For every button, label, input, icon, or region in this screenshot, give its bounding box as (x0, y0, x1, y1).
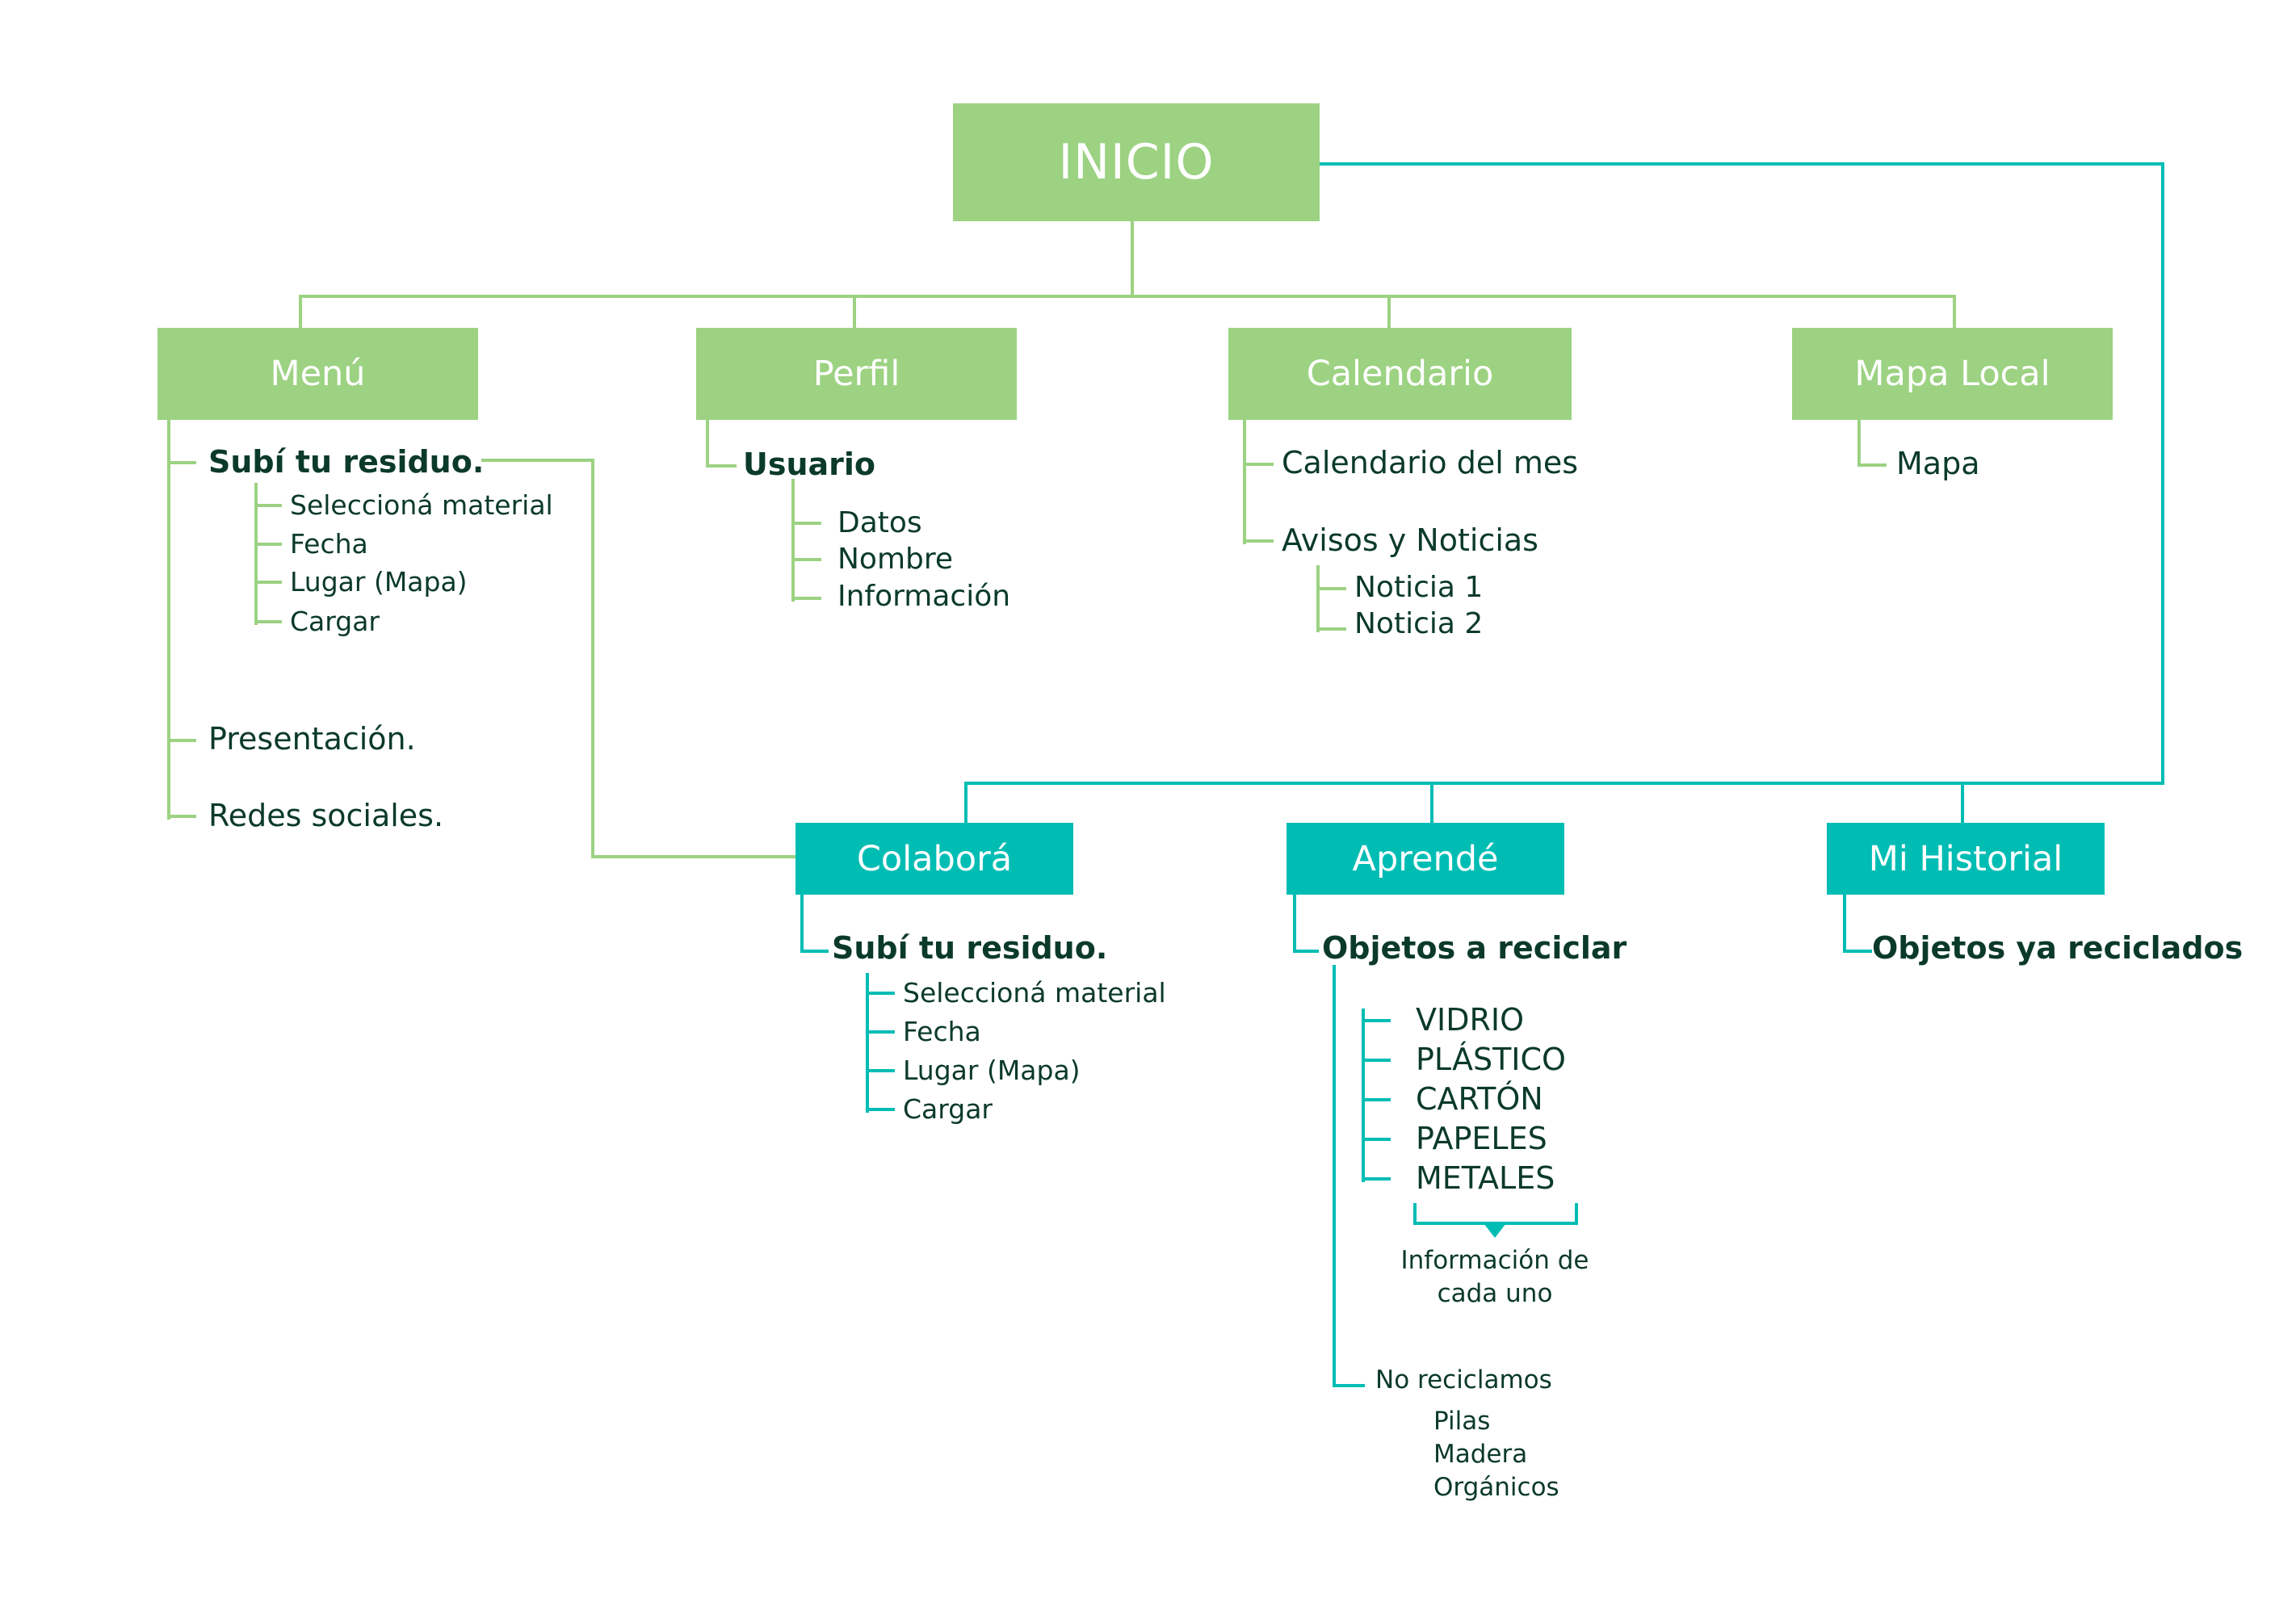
aprende-no-item: Orgánicos (1433, 1473, 1559, 1502)
colabora-subi-residuo: Subí tu residuo. (832, 930, 1108, 966)
colabora-subi-item: Fecha (903, 1016, 981, 1047)
perfil-usuario: Usuario (743, 447, 876, 482)
aprende-material: PLÁSTICO (1416, 1042, 1566, 1077)
menu-subi-item: Lugar (Mapa) (290, 566, 468, 598)
node-inicio-label: INICIO (1058, 134, 1215, 191)
aprende-info-line1: Información de (1400, 1246, 1589, 1275)
node-mapa-local-label: Mapa Local (1854, 354, 2050, 394)
node-colabora: Colaborá (795, 823, 1073, 895)
node-mi-historial-label: Mi Historial (1868, 838, 2063, 879)
perfil-usuario-item: Nombre (837, 543, 954, 576)
node-aprende: Aprendé (1287, 823, 1564, 895)
node-menu: Menú (157, 328, 478, 420)
calendario-noticia: Noticia 2 (1354, 607, 1484, 640)
colabora-subi-item: Lugar (Mapa) (903, 1055, 1081, 1086)
node-aprende-label: Aprendé (1352, 838, 1499, 879)
menu-subi-item: Cargar (290, 606, 380, 637)
aprende-material: VIDRIO (1416, 1002, 1524, 1038)
node-perfil: Perfil (696, 328, 1017, 420)
menu-subi-item: Fecha (290, 528, 368, 560)
node-colabora-label: Colaborá (856, 838, 1013, 879)
historial-objetos-reciclados: Objetos ya reciclados (1872, 930, 2244, 966)
aprende-material: METALES (1416, 1160, 1555, 1196)
mapa-local-mapa: Mapa (1896, 446, 1980, 481)
aprende-material: CARTÓN (1416, 1081, 1543, 1117)
aprende-no-item: Madera (1433, 1440, 1528, 1469)
node-perfil-label: Perfil (812, 354, 900, 394)
aprende-no-item: Pilas (1433, 1407, 1491, 1436)
calendario-noticia: Noticia 1 (1354, 571, 1484, 604)
perfil-usuario-item: Datos (837, 506, 922, 539)
node-calendario: Calendario (1228, 328, 1572, 420)
calendario-mes: Calendario del mes (1282, 445, 1579, 480)
colabora-subi-item: Cargar (903, 1093, 993, 1125)
perfil-usuario-item: Información (837, 580, 1011, 613)
menu-redes-sociales: Redes sociales. (208, 798, 444, 833)
calendario-avisos: Avisos y Noticias (1282, 522, 1538, 558)
colabora-subi-item: Seleccioná material (903, 977, 1166, 1009)
aprende-no-reciclamos: No reciclamos (1375, 1365, 1552, 1394)
node-menu-label: Menú (270, 354, 366, 394)
node-calendario-label: Calendario (1306, 354, 1494, 394)
node-inicio: INICIO (953, 103, 1320, 221)
menu-subi-item: Seleccioná material (290, 489, 553, 521)
aprende-material: PAPELES (1416, 1121, 1547, 1156)
aprende-info-line2: cada uno (1437, 1279, 1553, 1308)
arrow-down-icon (1484, 1223, 1506, 1238)
node-mapa-local: Mapa Local (1792, 328, 2113, 420)
node-mi-historial: Mi Historial (1827, 823, 2105, 895)
menu-presentacion: Presentación. (208, 721, 416, 757)
aprende-objetos-reciclar: Objetos a reciclar (1322, 930, 1627, 966)
menu-subi-residuo: Subí tu residuo. (208, 444, 485, 480)
